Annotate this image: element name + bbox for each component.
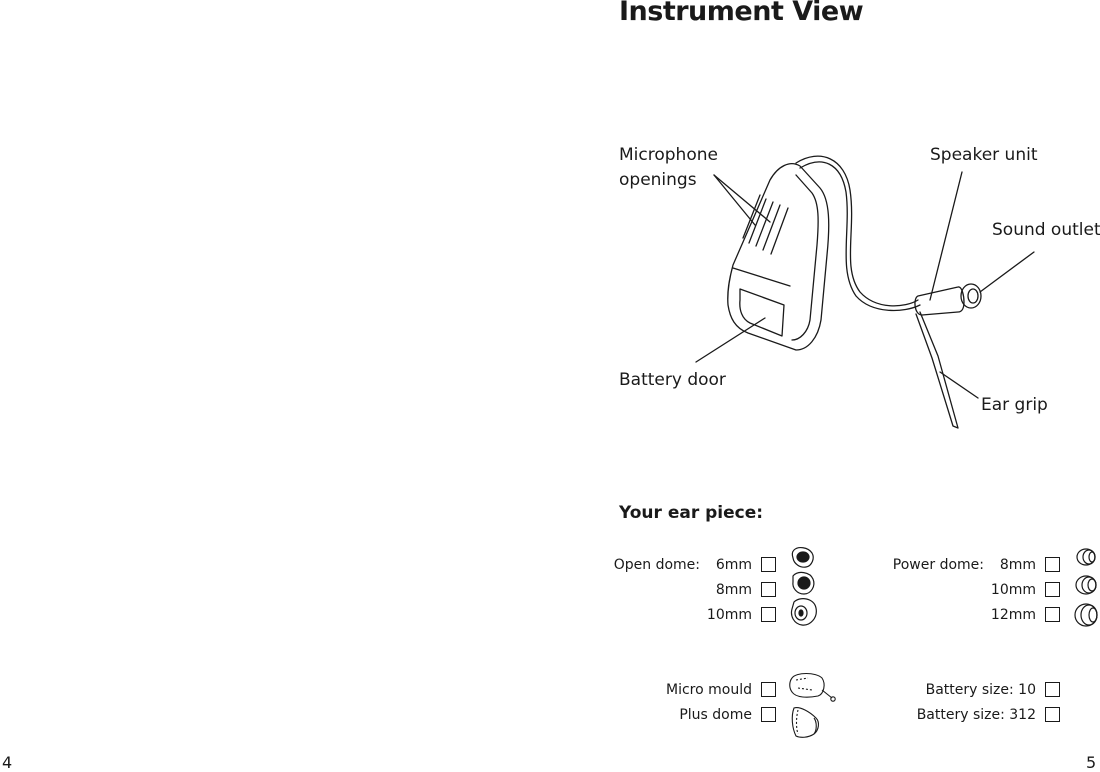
power-dome-row-12: 12mm [880, 605, 1036, 625]
open-dome-label: Open dome: [613, 557, 700, 573]
label-microphone-openings-1: Microphone [619, 145, 718, 165]
open-dome-size-6: 6mm [715, 557, 752, 573]
open-dome-size-10: 10mm [706, 607, 752, 623]
battery-10-row: Battery size: 10 [880, 680, 1036, 700]
checkbox-power-dome-10[interactable] [1045, 582, 1060, 597]
checkbox-plus-dome[interactable] [761, 707, 776, 722]
hearing-aid-diagram [695, 155, 1035, 429]
power-dome-label-row: Power dome: 8mm [880, 555, 1036, 575]
plus-dome-row: Plus dome [600, 705, 752, 725]
open-dome-8-icon [792, 571, 815, 595]
label-ear-grip: Ear grip [981, 395, 1048, 415]
plus-dome-label: Plus dome [679, 707, 752, 723]
label-speaker-unit: Speaker unit [930, 145, 1038, 165]
power-dome-size-12: 12mm [990, 607, 1036, 623]
checkbox-battery-312[interactable] [1045, 707, 1060, 722]
page-title: Instrument View [619, 0, 864, 27]
microphone-slot [742, 194, 761, 239]
checkbox-battery-10[interactable] [1045, 682, 1060, 697]
ear-grip-shape [915, 311, 959, 429]
power-dome-icon [1074, 548, 1098, 627]
plus-dome-icon [791, 707, 819, 738]
open-dome-label-row: Open dome: 6mm [600, 555, 752, 575]
label-battery-door: Battery door [619, 370, 726, 390]
checkbox-open-dome-8[interactable] [761, 582, 776, 597]
checkbox-power-dome-12[interactable] [1045, 607, 1060, 622]
power-dome-12-icon [1074, 603, 1098, 627]
open-dome-row-8: 8mm [600, 580, 752, 600]
checkbox-power-dome-8[interactable] [1045, 557, 1060, 572]
speaker-unit [914, 286, 965, 316]
ear-piece-heading: Your ear piece: [619, 503, 764, 523]
open-dome-size-8: 8mm [715, 582, 752, 598]
micro-mould-and-plus-dome-icons [789, 672, 836, 738]
checkbox-open-dome-6[interactable] [761, 557, 776, 572]
micro-mould-icon [789, 672, 836, 702]
page-number-left: 4 [2, 753, 13, 772]
label-microphone-openings-2: openings [619, 170, 697, 190]
label-sound-outlet: Sound outlet [992, 220, 1100, 240]
battery-door-shape [739, 288, 785, 337]
power-dome-row-10: 10mm [880, 580, 1036, 600]
power-dome-label: Power dome: [892, 557, 984, 573]
open-dome-icon [790, 547, 817, 626]
sound-outlet [960, 283, 982, 309]
power-dome-size-8: 8mm [999, 557, 1036, 573]
open-dome-10-icon [790, 598, 817, 626]
battery-size-312-label: Battery size: 312 [916, 707, 1036, 723]
micro-mould-label: Micro mould [666, 682, 752, 698]
battery-size-10-label: Battery size: 10 [925, 682, 1036, 698]
checkbox-open-dome-10[interactable] [761, 607, 776, 622]
tube [795, 155, 919, 307]
page-number-right: 5 [1086, 753, 1097, 772]
checkbox-micro-mould[interactable] [761, 682, 776, 697]
housing [727, 163, 830, 351]
micro-mould-row: Micro mould [600, 680, 752, 700]
battery-312-row: Battery size: 312 [880, 705, 1036, 725]
open-dome-6-icon [791, 547, 814, 568]
power-dome-size-10: 10mm [990, 582, 1036, 598]
power-dome-10-icon [1075, 575, 1097, 595]
power-dome-8-icon [1076, 548, 1096, 566]
open-dome-row-10: 10mm [600, 605, 752, 625]
